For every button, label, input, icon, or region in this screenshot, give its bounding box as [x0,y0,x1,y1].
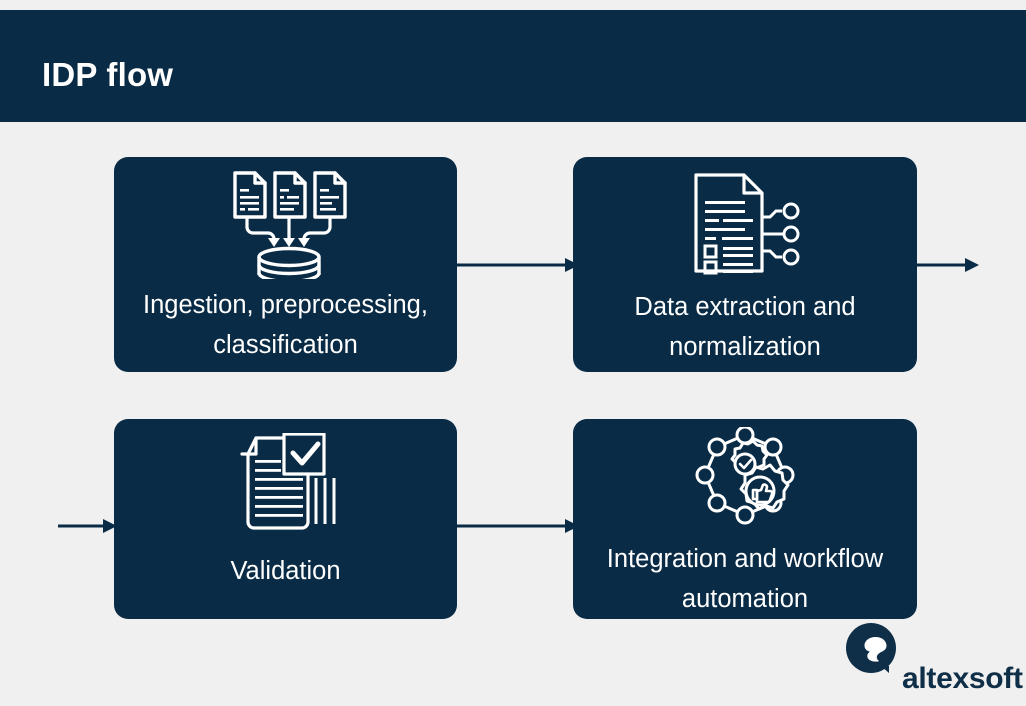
connector-arrow-offscreen-to-validation [58,519,117,533]
flow-card-label: Ingestion, preprocessing, classification [114,285,457,365]
document-data-nodes-icon [694,173,800,275]
flow-card-ingestion[interactable]: Ingestion, preprocessing, classification [114,157,457,372]
flow-card-label-line2: automation [681,585,809,613]
flow-card-label: Data extraction and normalization [573,287,917,367]
document-checkmark-icon [239,433,335,530]
network-gears-icon [695,427,795,525]
flow-card-label-line2: normalization [669,333,821,361]
connector-arrow-validation-to-integration [455,519,579,533]
flow-card-label-line1: Integration and workflow [606,545,884,573]
flow-card-validation[interactable]: Validation [114,419,457,619]
connector-arrow-extraction-to-offscreen [915,258,979,272]
flow-card-label: Validation [114,551,457,591]
altexsoft-logo-mark [846,623,896,673]
documents-to-database-icon [232,171,347,279]
connector-arrow-ingestion-to-extraction [455,258,579,272]
flow-card-extraction[interactable]: Data extraction and normalization [573,157,917,372]
flow-card-label: Integration and workflow automation [573,539,917,619]
brand-wordmark: altexsoft [902,662,1023,695]
flow-card-label-line1: Validation [230,557,341,585]
flow-card-label-line1: Data extraction and [634,293,856,321]
flow-card-integration[interactable]: Integration and workflow automation [573,419,917,619]
flow-card-label-line1: Ingestion, preprocessing, [143,291,428,319]
page-title: IDP flow [42,56,174,93]
header-bar: IDP flow [0,10,1026,122]
flow-card-label-line2: classification [213,331,358,359]
brand-logo: altexsoft [845,622,1023,694]
